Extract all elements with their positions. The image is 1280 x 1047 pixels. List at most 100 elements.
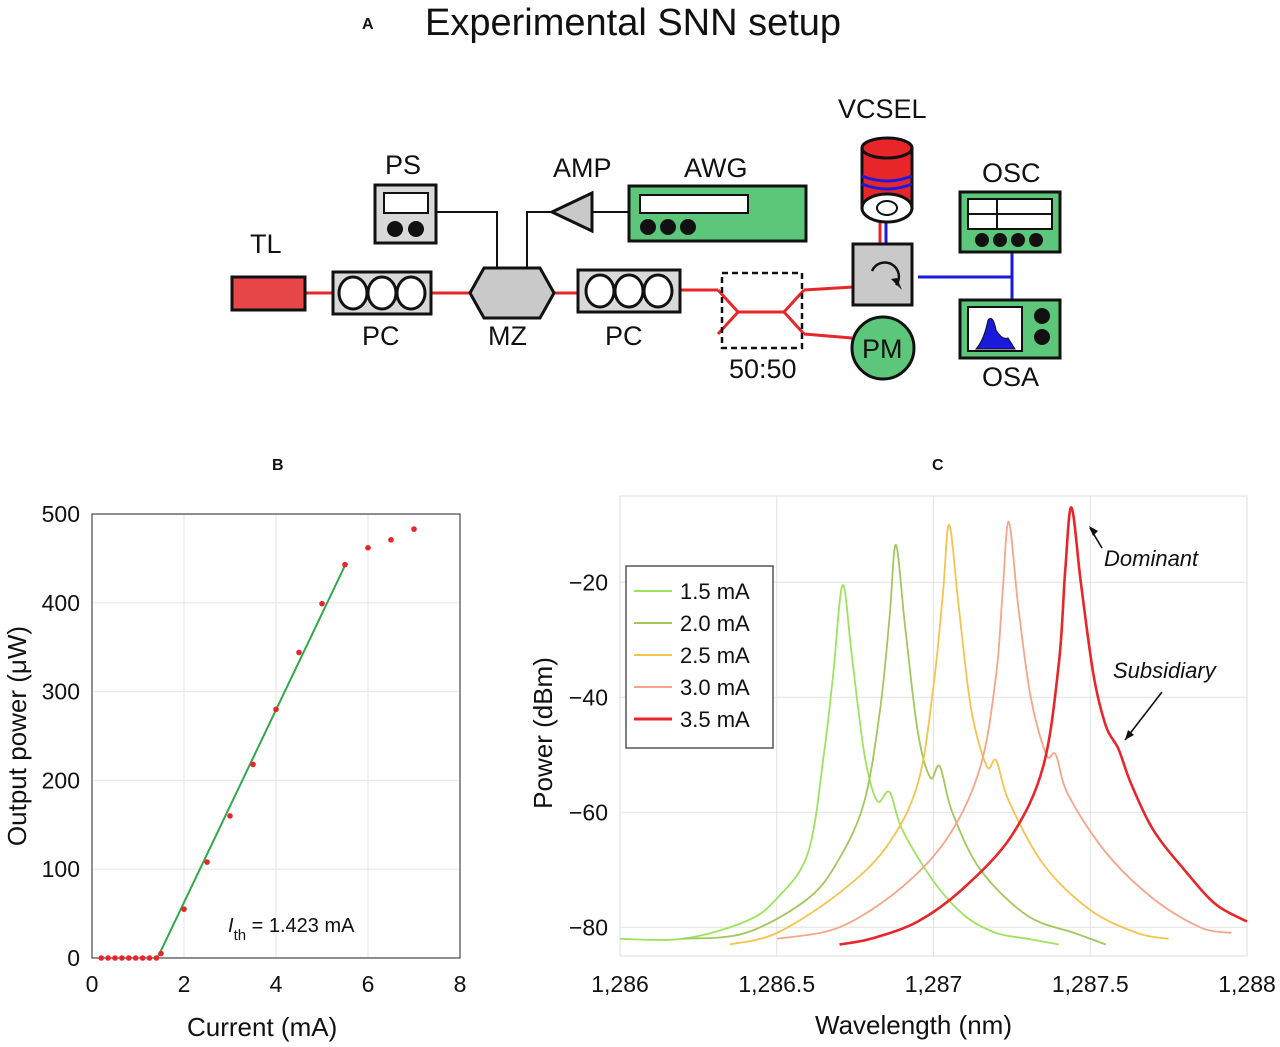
subsidiary-arrowhead [1125,730,1134,740]
panel-b-data-point [250,761,256,768]
panel-a-title: Experimental SNN setup [425,2,841,44]
circulator-icon [851,242,914,307]
panel-c-xtick-label: 1,288 [1218,971,1276,997]
panel-c-series-line [619,584,1060,946]
amp-icon [548,190,594,234]
panel-b-data-point [119,955,125,961]
panel-b-data-point [227,813,233,819]
panel-b-data-point [411,526,417,532]
ps-label: PS [385,150,421,180]
mz-box [468,266,556,320]
panel-c-series-line [839,506,1248,946]
panel-b-ytick-label: 0 [67,945,80,971]
panel-b-data-point [126,955,132,961]
panel-b-annotation-symbol: I [228,915,234,937]
panel-b-data-point [139,955,146,961]
panel-b-data-point [204,859,210,865]
panel-c-series-line [682,543,1107,946]
mz-label: MZ [488,321,527,351]
vcsel-label: VCSEL [838,94,927,124]
panel-b-xtick-label: 6 [362,971,375,997]
panel-c-ytick-label: −20 [569,569,608,595]
panel-c-letter: C [932,457,944,474]
panel-b-data-point [112,955,118,961]
panel-b-ytick-label: 500 [42,501,80,527]
panel-b-fit-line [156,565,346,959]
pc2-box [576,268,682,314]
panel-a-letter: A [362,16,374,33]
ps-box [373,183,438,245]
panel-b-ytick-label: 400 [42,590,80,616]
panel-b-data-point [146,955,153,961]
panel-b-data-point [153,955,160,961]
awg-label: AWG [684,153,748,183]
panel-b-data-point [342,561,348,568]
dominant-arrowhead [1089,526,1098,536]
panel-b-grid [91,513,461,959]
tl-label: TL [250,229,282,259]
panel-b-data-point [273,706,279,713]
panel-c-chart: C 1,286 1,286.5 1,287 1,287.5 1,288 −20 −40 −60… [528,457,1276,1040]
amp-label: AMP [553,153,612,183]
panel-b-xlabel: Current (mA) [187,1012,337,1042]
coupler-label: 50:50 [729,354,797,384]
panel-c-ytick-label: −60 [569,799,608,825]
panel-c-series-line [776,520,1232,940]
tl-box [230,275,307,312]
panel-c-series-line [729,523,1169,946]
panel-b-data-point [158,950,164,957]
panel-c-xtick-label: 1,287 [905,971,963,997]
subsidiary-arrow [1124,691,1163,741]
panel-c-legend-label: 2.5 mA [680,643,750,668]
panel-b-data-point [105,955,111,961]
panel-c-legend-label: 3.5 mA [680,707,750,732]
panel-b-xtick-label: 4 [270,971,283,997]
panel-c-xtick-label: 1,286 [591,971,649,997]
panel-b-ytick-label: 100 [42,856,80,882]
panel-b-annotation-value: = 1.423 mA [246,915,355,937]
panel-b-data-point [296,649,302,656]
panel-b-data-point [181,906,187,912]
panel-b-axes-frame [91,513,461,959]
pc1-box [331,270,433,316]
panel-b-ytick-label: 300 [42,679,80,705]
panel-b-marks [98,526,417,961]
optical-fibers [305,222,882,340]
panel-b-ylabel: Output power (μW) [2,626,32,846]
osc-box [958,190,1062,254]
subsidiary-annotation: Subsidiary [1113,658,1218,683]
panel-b-xtick-label: 8 [454,971,467,997]
panel-b-annotation: Ith = 1.423 mA [228,915,355,944]
panel-b-ytick-label: 200 [42,767,80,793]
panel-b-data-point [98,955,104,961]
pc1-label: PC [362,321,400,351]
panel-c-annotations: Dominant Subsidiary [1089,526,1218,741]
panel-c-xlabel: Wavelength (nm) [815,1010,1012,1040]
pm-label: PM [862,334,903,364]
panel-b-xtick-label: 0 [86,971,99,997]
panel-c-ytick-label: −40 [569,684,608,710]
panel-c-xtick-label: 1,286.5 [738,971,815,997]
signal-cables [884,222,1014,300]
panel-c-legend-label: 2.0 mA [680,611,750,636]
panel-b-letter: B [272,457,284,474]
pc2-label: PC [605,321,643,351]
panel-b-data-point [388,536,394,543]
electrical-cables [437,211,628,268]
panel-b-data-point [132,955,139,961]
osa-label: OSA [982,362,1039,392]
awg-box [627,184,808,243]
panel-c-xtick-label: 1,287.5 [1052,971,1129,997]
panel-b-data-point [365,544,371,551]
panel-c-ticks: 1,286 1,286.5 1,287 1,287.5 1,288 −20 −40 −60 −8… [569,569,1276,997]
coupler-box [720,271,804,350]
osa-box [958,298,1062,360]
pm-icon [850,315,916,381]
osc-label: OSC [982,158,1041,188]
panel-c-legend: 1.5 mA2.0 mA2.5 mA3.0 mA3.5 mA [625,565,774,749]
panel-c-ytick-label: −80 [569,914,608,940]
dominant-annotation: Dominant [1104,546,1199,571]
